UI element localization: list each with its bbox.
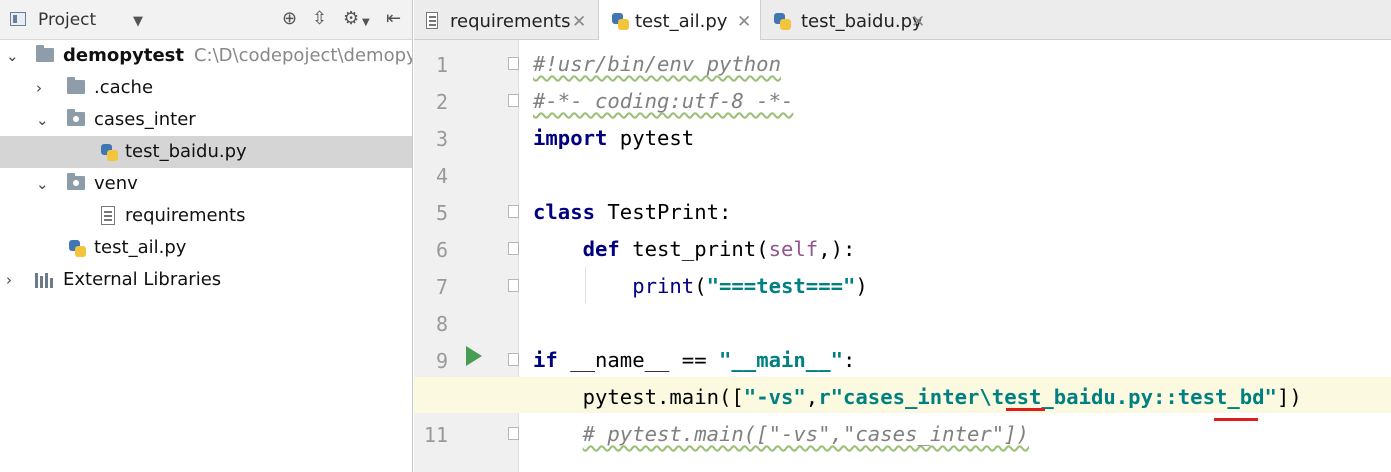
tree-item-test-ail[interactable]: test_ail.py — [0, 232, 412, 264]
chevron-right-icon[interactable]: › — [36, 79, 42, 97]
editor-tab-bar: requirements ✕ test_ail.py ✕ test_baidu.… — [414, 0, 1391, 40]
close-icon[interactable]: ✕ — [572, 12, 587, 32]
line-number: 4 — [435, 164, 448, 188]
tree-item-label: cases_inter — [94, 109, 196, 130]
tree-item-label: test_ail.py — [94, 237, 187, 258]
chevron-down-icon[interactable]: ⌄ — [36, 111, 49, 129]
line-number: 7 — [435, 275, 448, 299]
code-line-3: import pytest — [533, 126, 695, 150]
line-number: 9 — [435, 349, 448, 373]
line-number: 5 — [435, 201, 448, 225]
code-line-9: if __name__ == "__main__": — [533, 348, 856, 372]
tab-label: test_baidu.py — [801, 11, 923, 32]
code-line-5: class TestPrint: — [533, 200, 732, 224]
fold-icon[interactable] — [508, 242, 519, 255]
project-panel-header: Project ▼ ⊕ ⇳ ⚙ ▼ ⇤ — [0, 0, 412, 40]
collapse-icon[interactable]: ⇳ — [312, 8, 328, 29]
python-file-icon — [611, 12, 629, 30]
python-file-icon — [100, 143, 118, 161]
tree-item-label: test_baidu.py — [125, 141, 247, 162]
tree-item-external-libraries[interactable]: › External Libraries — [0, 264, 412, 296]
tab-requirements[interactable]: requirements ✕ — [414, 0, 598, 39]
text-file-icon — [101, 206, 115, 225]
gear-dropdown-icon[interactable]: ▼ — [362, 17, 370, 28]
tab-label: test_ail.py — [635, 11, 728, 32]
text-file-icon — [426, 12, 438, 29]
current-line-highlight — [414, 377, 1391, 413]
tree-item-test-baidu[interactable]: test_baidu.py — [0, 136, 412, 168]
run-icon[interactable] — [466, 346, 482, 366]
fold-icon[interactable] — [508, 205, 519, 218]
code-line-2: #-*- coding:utf-8 -*- — [533, 89, 794, 113]
fold-icon[interactable] — [508, 427, 519, 440]
annotation-underline — [1006, 408, 1045, 411]
python-file-icon — [68, 239, 86, 257]
project-icon — [10, 12, 26, 26]
dropdown-arrow-icon[interactable]: ▼ — [133, 14, 143, 29]
hide-icon[interactable]: ⇤ — [386, 8, 402, 29]
line-number: 1 — [435, 53, 448, 77]
line-number: 11 — [423, 423, 448, 447]
annotation-underline — [1214, 418, 1258, 421]
tree-item-cases-inter[interactable]: ⌄ cases_inter — [0, 104, 412, 136]
line-number: 2 — [435, 90, 448, 114]
code-line-11: # pytest.main(["-vs","cases_inter"]) — [582, 422, 1029, 446]
tree-item-label: requirements — [125, 205, 246, 226]
folder-icon — [36, 45, 54, 62]
project-view-selector[interactable]: Project — [38, 10, 97, 30]
chevron-down-icon[interactable]: ⌄ — [6, 47, 19, 65]
chevron-right-icon[interactable]: › — [6, 271, 12, 289]
code-line-1: #!usr/bin/env python — [533, 52, 781, 76]
tree-item-requirements[interactable]: requirements — [0, 200, 412, 232]
library-icon — [35, 273, 55, 288]
folder-icon — [67, 77, 85, 94]
fold-icon[interactable] — [508, 94, 519, 107]
line-number: 3 — [435, 127, 448, 151]
close-icon[interactable]: ✕ — [911, 12, 926, 32]
fold-icon[interactable] — [508, 279, 519, 292]
tree-item-label: External Libraries — [63, 269, 222, 290]
code-line-10: pytest.main(["-vs",r"cases_inter\test_ba… — [582, 385, 1302, 409]
code-line-6: def test_print(self,): — [582, 237, 856, 261]
tab-test-baidu[interactable]: test_baidu.py ✕ — [761, 0, 937, 39]
tree-item-demopytest[interactable]: ⌄ demopytest C:\D\codepoject\demopytest — [0, 40, 412, 72]
tab-test-ail[interactable]: test_ail.py ✕ — [598, 0, 761, 40]
fold-icon[interactable] — [508, 353, 519, 366]
tree-item-label: demopytest — [63, 45, 184, 66]
close-icon[interactable]: ✕ — [737, 12, 752, 32]
fold-icon[interactable] — [508, 57, 519, 70]
tree-item-label: .cache — [94, 77, 154, 98]
line-number: 6 — [435, 238, 448, 262]
code-editor[interactable]: #!usr/bin/env python #-*- coding:utf-8 -… — [414, 40, 1391, 472]
package-folder-icon — [67, 173, 85, 190]
tab-label: requirements — [450, 11, 571, 32]
python-file-icon — [773, 12, 791, 30]
tree-item-label: venv — [94, 173, 138, 194]
code-line-7: print("===test===") — [632, 274, 868, 298]
line-number: 8 — [435, 312, 448, 336]
tree-item-venv[interactable]: ⌄ venv — [0, 168, 412, 200]
target-icon[interactable]: ⊕ — [282, 8, 298, 29]
project-panel: Project ▼ ⊕ ⇳ ⚙ ▼ ⇤ ⌄ demopytest C:\D\cod… — [0, 0, 413, 472]
chevron-down-icon[interactable]: ⌄ — [36, 175, 49, 193]
project-path: C:\D\codepoject\demopytest — [193, 45, 412, 66]
gear-icon[interactable]: ⚙ — [343, 8, 360, 29]
indent-guide — [585, 267, 586, 303]
tree-item-cache[interactable]: › .cache — [0, 72, 412, 104]
package-folder-icon — [67, 109, 85, 126]
